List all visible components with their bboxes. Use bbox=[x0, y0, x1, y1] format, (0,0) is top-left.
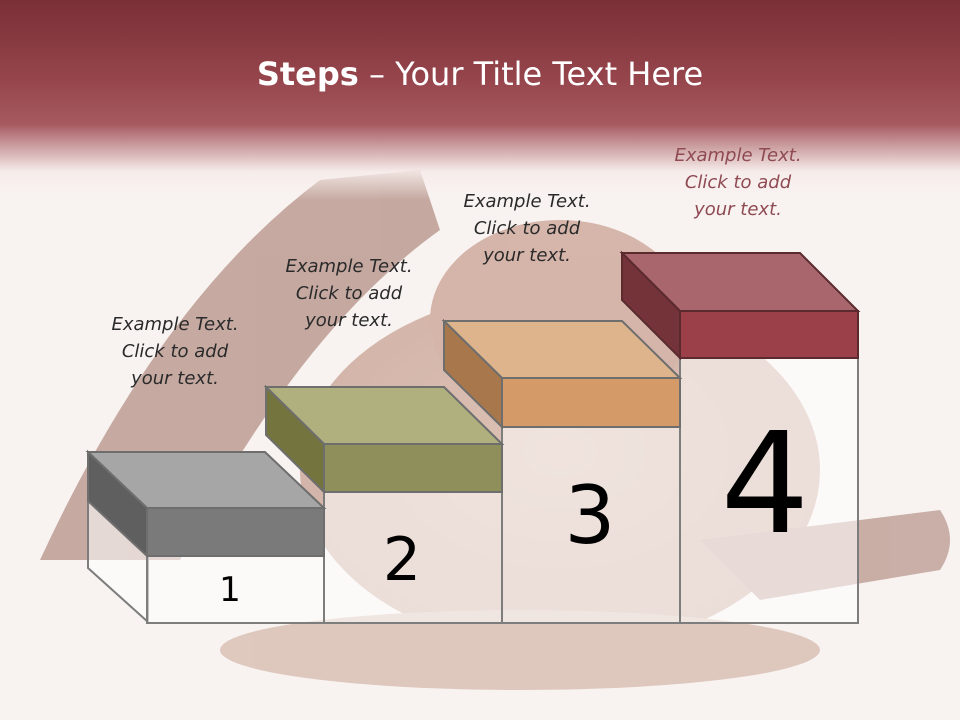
step-label-3-line-3: your text. bbox=[483, 245, 571, 266]
step-label-3[interactable]: Example Text. Click to add your text. bbox=[447, 188, 607, 269]
step-3-front bbox=[501, 377, 681, 428]
step-label-2-line-1: Example Text. bbox=[285, 256, 413, 277]
step-label-4-line-1: Example Text. bbox=[674, 145, 802, 166]
slide-title[interactable]: Steps – Your Title Text Here bbox=[0, 52, 960, 96]
step-block-1 bbox=[85, 449, 327, 559]
step-number-3: 3 bbox=[564, 469, 616, 562]
step-label-1-line-1: Example Text. bbox=[111, 314, 239, 335]
step-label-1[interactable]: Example Text. Click to add your text. bbox=[95, 311, 255, 392]
title-rest: – Your Title Text Here bbox=[358, 55, 704, 93]
column-4 bbox=[679, 357, 859, 624]
title-bold: Steps bbox=[256, 55, 359, 93]
step-block-3 bbox=[441, 318, 683, 430]
step-label-2-line-2: Click to add bbox=[295, 283, 403, 304]
step-label-1-line-3: your text. bbox=[131, 368, 219, 389]
column-2 bbox=[323, 489, 503, 624]
step-label-4-line-3: your text. bbox=[694, 199, 782, 220]
step-number-2: 2 bbox=[382, 525, 422, 595]
step-4-front bbox=[679, 310, 859, 359]
step-label-4[interactable]: Example Text. Click to add your text. bbox=[658, 142, 818, 223]
step-label-4-line-2: Click to add bbox=[684, 172, 792, 193]
step-block-2 bbox=[263, 384, 505, 495]
burlap-shape bbox=[220, 610, 820, 690]
step-2-front bbox=[323, 443, 503, 493]
header-band bbox=[0, 0, 960, 200]
step-label-2-line-3: your text. bbox=[305, 310, 393, 331]
step-label-1-line-2: Click to add bbox=[121, 341, 229, 362]
step-number-4: 4 bbox=[720, 403, 810, 566]
step-1-front bbox=[146, 507, 325, 557]
step-label-3-line-2: Click to add bbox=[473, 218, 581, 239]
step-number-1: 1 bbox=[219, 570, 241, 610]
column-3 bbox=[501, 424, 681, 624]
step-block-4 bbox=[619, 250, 861, 361]
step-label-2[interactable]: Example Text. Click to add your text. bbox=[269, 253, 429, 334]
step-label-3-line-1: Example Text. bbox=[463, 191, 591, 212]
